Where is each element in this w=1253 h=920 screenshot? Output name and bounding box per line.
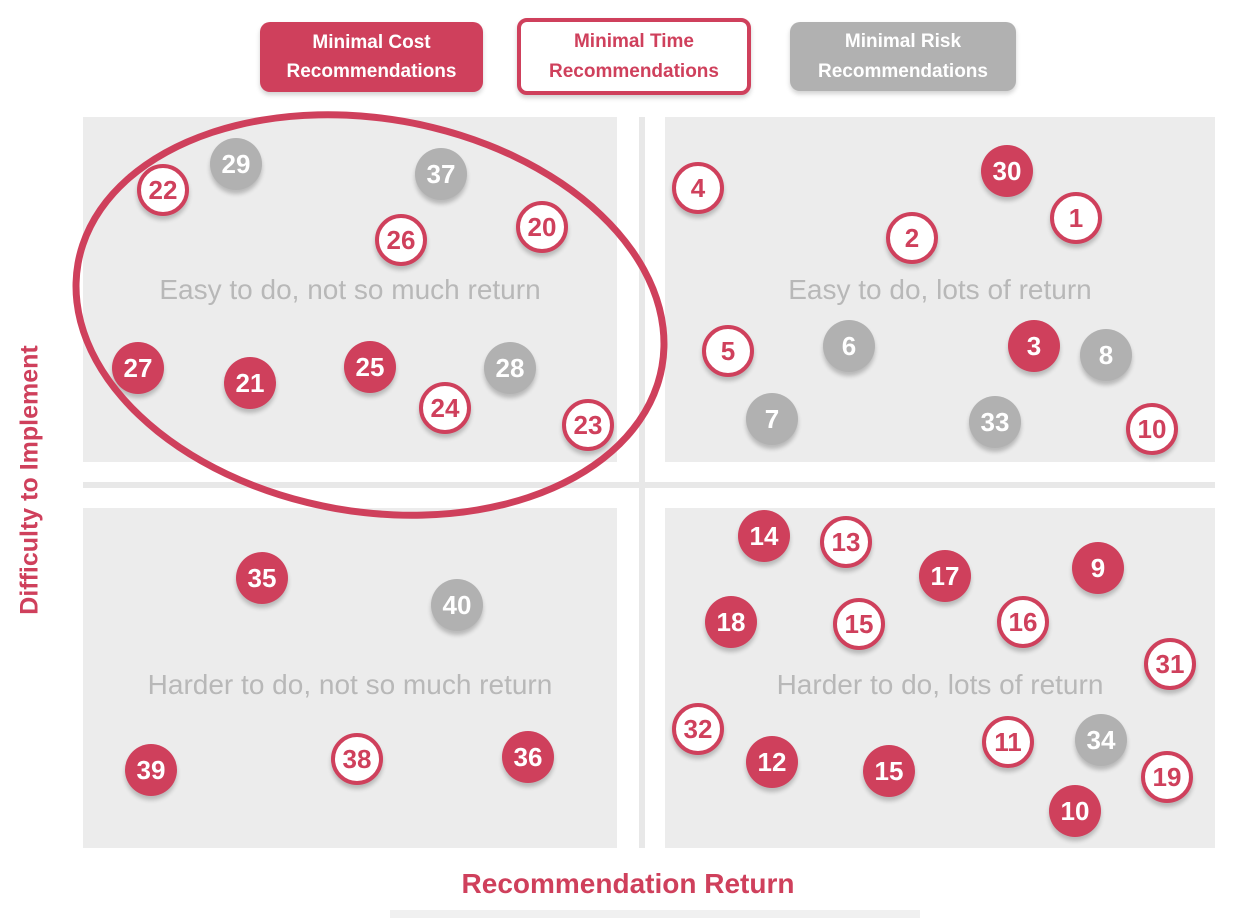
legend-minimal-cost-button[interactable]: Minimal Cost Recommendations [260, 22, 483, 92]
chart-point-bottom_left-36: 36 [502, 731, 554, 783]
quadrant-top-left-caption: Easy to do, not so much return [159, 273, 541, 305]
chart-point-top_left-22: 22 [137, 164, 189, 216]
chart-point-top_right-7: 7 [746, 393, 798, 445]
chart-point-top_right-3: 3 [1008, 320, 1060, 372]
quadrant-bottom-left: Harder to do, not so much return [83, 508, 617, 848]
legend-minimal-cost-line2: Recommendations [286, 61, 457, 82]
chart-point-bottom_right-15: 15 [863, 745, 915, 797]
chart-point-top_left-23: 23 [562, 399, 614, 451]
chart-point-bottom_right-16: 16 [997, 596, 1049, 648]
quadrant-bottom-left-caption: Harder to do, not so much return [147, 668, 553, 700]
chart-point-top_left-28: 28 [484, 342, 536, 394]
chart-point-top_left-29: 29 [210, 138, 262, 190]
chart-point-bottom_right-32: 32 [672, 703, 724, 755]
quadrant-bottom-right-caption: Harder to do, lots of return [776, 668, 1104, 700]
chart-point-bottom_right-17: 17 [919, 550, 971, 602]
chart-point-top_left-27: 27 [112, 342, 164, 394]
chart-point-bottom_right-9: 9 [1072, 542, 1124, 594]
chart-point-top_right-6: 6 [823, 320, 875, 372]
chart-point-bottom_left-35: 35 [236, 552, 288, 604]
chart-point-top_right-33: 33 [969, 396, 1021, 448]
chart-point-bottom_right-34: 34 [1075, 714, 1127, 766]
chart-point-bottom_left-40: 40 [431, 579, 483, 631]
chart-point-top_right-30: 30 [981, 145, 1033, 197]
chart-point-top_left-20: 20 [516, 201, 568, 253]
horizontal-axis-divider [83, 482, 1215, 488]
legend-minimal-time-line2: Recommendations [549, 60, 719, 82]
chart-point-bottom_right-10: 10 [1049, 785, 1101, 837]
chart-point-bottom_right-11: 11 [982, 716, 1034, 768]
legend-minimal-risk-line1: Minimal Risk [844, 31, 962, 53]
chart-point-bottom_right-14: 14 [738, 510, 790, 562]
quadrant-top-right-caption: Easy to do, lots of return [788, 273, 1092, 305]
chart-point-bottom_right-19: 19 [1141, 751, 1193, 803]
chart-point-top_right-5: 5 [702, 325, 754, 377]
chart-point-top_right-4: 4 [672, 162, 724, 214]
x-axis-label: Recommendation Return [461, 868, 795, 899]
chart-point-top_left-26: 26 [375, 214, 427, 266]
legend-minimal-risk-button[interactable]: Minimal Risk Recommendations [790, 22, 1016, 91]
chart-point-bottom_left-39: 39 [125, 744, 177, 796]
chart-point-bottom_right-18: 18 [705, 596, 757, 648]
legend-minimal-cost-line1: Minimal Cost [312, 31, 431, 53]
y-axis-label: Difficulty to Implement [15, 345, 44, 615]
chart-point-bottom_right-13: 13 [820, 516, 872, 568]
bottom-strip [390, 910, 920, 918]
chart-point-top_right-8: 8 [1080, 329, 1132, 381]
chart-point-bottom_right-12: 12 [746, 736, 798, 788]
chart-point-top_left-25: 25 [344, 341, 396, 393]
chart-point-bottom_right-15: 15 [833, 598, 885, 650]
legend-minimal-time-line1: Minimal Time [573, 31, 694, 53]
chart-point-top_right-10: 10 [1126, 403, 1178, 455]
legend-minimal-risk-line2: Recommendations [818, 60, 988, 82]
chart-point-top_right-1: 1 [1050, 192, 1102, 244]
chart-point-bottom_right-31: 31 [1144, 638, 1196, 690]
chart-point-bottom_left-38: 38 [331, 733, 383, 785]
chart-point-top_left-21: 21 [224, 357, 276, 409]
chart-point-top_left-37: 37 [415, 148, 467, 200]
chart-point-top_right-2: 2 [886, 212, 938, 264]
legend-minimal-time-button[interactable]: Minimal Time Recommendations [517, 18, 751, 95]
chart-point-top_left-24: 24 [419, 382, 471, 434]
